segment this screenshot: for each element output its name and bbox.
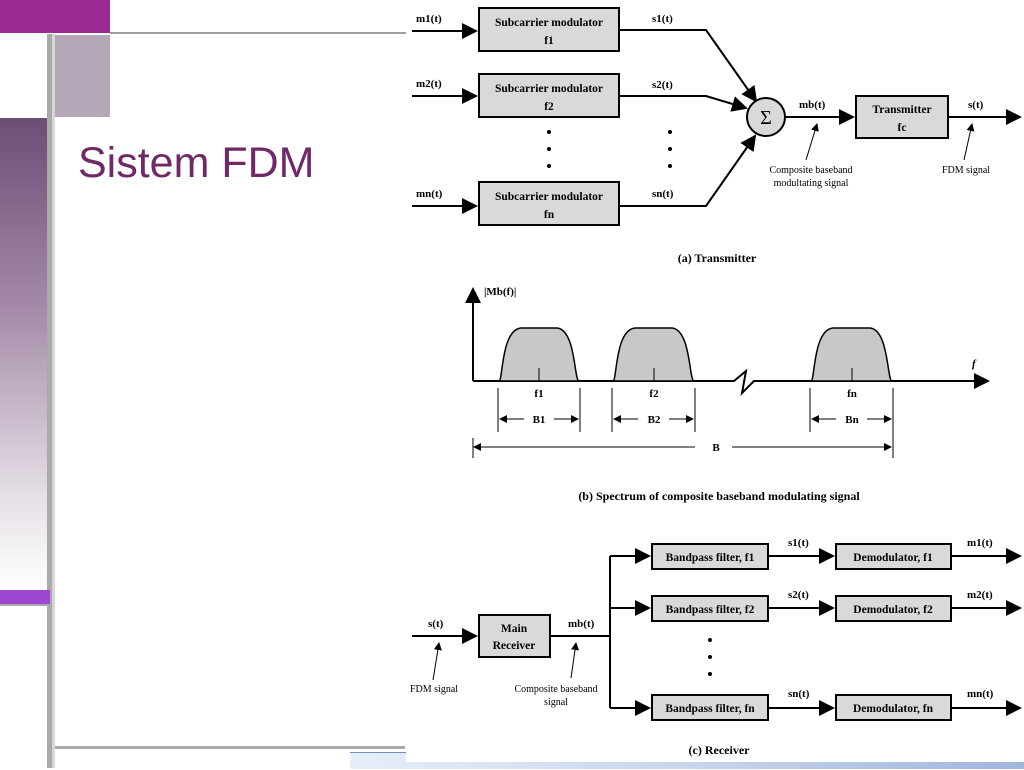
bandpass-filter-label-2: Bandpass filter, f2 (666, 604, 755, 616)
receiver-section: s(t) Main Receiver mb(t) Bandpass filter… (410, 537, 1022, 757)
modulator-freq-2: f2 (544, 101, 554, 113)
link-s1 (619, 29, 758, 103)
receiver-input-label: s(t) (428, 618, 444, 630)
note-pointer-rx-baseband (570, 642, 579, 679)
filter-output-label-2: s2(t) (788, 589, 809, 601)
center-label-f2: f2 (649, 388, 659, 400)
fdm-figure: m1(t) m2(t) mn(t) Subcarrier modulator f… (406, 0, 1024, 762)
receiver-output-label-1: m1(t) (967, 537, 993, 549)
output-label-n: sn(t) (652, 188, 674, 200)
final-output-label: s(t) (968, 99, 984, 111)
spectrum-band-1 (498, 327, 580, 382)
left-bottom-panel (0, 604, 47, 770)
bandwidth-label-2: B2 (648, 414, 661, 426)
left-gradient-panel (0, 118, 47, 590)
bandwidth-markers (472, 388, 894, 458)
center-label-fn: fn (847, 388, 857, 400)
bandpass-filter-label-n: Bandpass filter, fn (665, 703, 755, 715)
input-label-2: m2(t) (416, 78, 442, 90)
transmitter-name: Transmitter (872, 104, 931, 116)
note-baseband-line1: Composite baseband (769, 165, 852, 176)
transmitter-box (855, 95, 949, 139)
fdm-diagram: m1(t) m2(t) mn(t) Subcarrier modulator f… (410, 7, 1022, 757)
main-receiver-line2: Receiver (493, 640, 536, 652)
note-pointer-fdm (963, 123, 975, 161)
receiver-note-baseband-line2: signal (544, 697, 568, 708)
spectrum-band-2 (612, 327, 695, 382)
transmitter-section: m1(t) m2(t) mn(t) Subcarrier modulator f… (412, 7, 1022, 265)
ellipsis-filters (708, 638, 712, 676)
center-label-f1: f1 (534, 388, 543, 400)
link-s2 (619, 95, 748, 112)
spectrum-band-n (810, 327, 893, 382)
top-accent-bar (0, 0, 110, 33)
receiver-note-fdm: FDM signal (410, 684, 458, 695)
note-pointer-rx-fdm (432, 642, 442, 681)
main-output-label: mb(t) (568, 618, 595, 630)
receiver-note-baseband-line1: Composite baseband (514, 684, 597, 695)
bandwidth-label-n: Bn (845, 414, 858, 426)
caption-spectrum: (b) Spectrum of composite baseband modul… (578, 489, 860, 503)
output-label-2: s2(t) (652, 79, 673, 91)
note-fdm: FDM signal (942, 165, 990, 176)
modulator-freq-n: fn (544, 209, 555, 221)
main-receiver-line1: Main (501, 623, 528, 635)
main-receiver-box (478, 614, 551, 658)
demodulator-label-1: Demodulator, f1 (853, 552, 933, 564)
top-divider (110, 32, 410, 34)
modulator-name-2: Subcarrier modulator (495, 83, 603, 95)
ellipsis-modulators (547, 130, 551, 168)
note-pointer-baseband (805, 123, 819, 161)
output-label-1: s1(t) (652, 13, 673, 25)
demodulator-label-n: Demodulator, fn (853, 703, 934, 715)
input-label-n: mn(t) (416, 188, 443, 200)
bottom-divider (55, 746, 405, 749)
filter-output-label-1: s1(t) (788, 537, 809, 549)
spectrum-y-label: |Mb(f)| (484, 286, 516, 298)
spectrum-x-label: f (972, 358, 977, 370)
modulator-box-n (478, 181, 620, 226)
caption-receiver: (c) Receiver (689, 743, 751, 757)
bandpass-filter-label-1: Bandpass filter, f1 (666, 552, 755, 564)
modulator-name-n: Subcarrier modulator (495, 191, 603, 203)
filter-output-label-n: sn(t) (788, 688, 810, 700)
left-vertical-rule-inner (52, 34, 55, 768)
receiver-output-label-n: mn(t) (967, 688, 994, 700)
link-sn (619, 134, 757, 207)
input-label-1: m1(t) (416, 13, 442, 25)
modulator-box-1 (478, 7, 620, 52)
total-bandwidth-label: B (712, 442, 720, 454)
caption-transmitter: (a) Transmitter (678, 251, 757, 265)
modulator-freq-1: f1 (544, 35, 554, 47)
demodulator-box-1 (835, 543, 952, 570)
slide-title: Sistem FDM (78, 139, 315, 187)
transmitter-freq: fc (898, 122, 907, 134)
demodulator-label-2: Demodulator, f2 (853, 604, 933, 616)
left-accent-bar (0, 590, 50, 604)
note-baseband-line2: modultating signal (774, 178, 849, 189)
sum-output-label: mb(t) (799, 99, 826, 111)
deco-square-white (0, 35, 48, 117)
summer-symbol: Σ (760, 107, 772, 129)
bandpass-filter-n (651, 694, 769, 721)
bandwidth-label-1: B1 (533, 414, 546, 426)
deco-square-mauve (55, 35, 110, 117)
receiver-output-label-2: m2(t) (967, 589, 993, 601)
ellipsis-outputs (668, 130, 672, 168)
left-vertical-rule (47, 34, 55, 768)
modulator-name-1: Subcarrier modulator (495, 17, 603, 29)
spectrum-section: |Mb(f)| f f1 f2 fn B1 B2 Bn B (465, 286, 990, 503)
